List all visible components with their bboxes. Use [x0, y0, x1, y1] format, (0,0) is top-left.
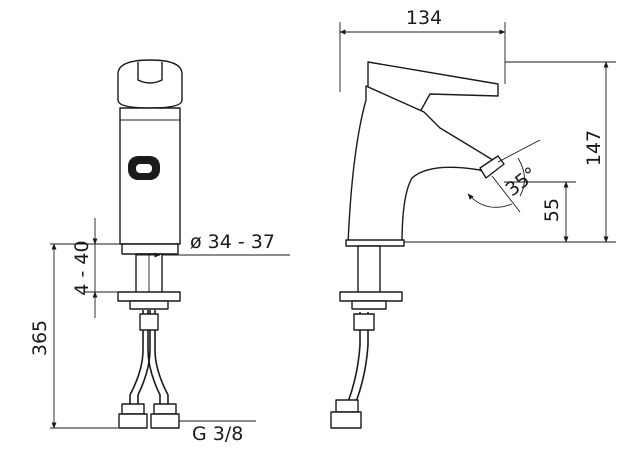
width-label: 134 [406, 7, 442, 29]
side-mounting-plate [339, 291, 403, 302]
front-base [121, 243, 179, 255]
angle-ray [491, 175, 521, 213]
angle-ray-2 [497, 139, 541, 163]
front-hose-left [129, 310, 144, 408]
side-hose-ferrule [353, 313, 375, 331]
front-aerator-inner [136, 164, 152, 173]
side-nut [351, 300, 387, 310]
angle-label: 35° [502, 163, 542, 201]
height-label: 147 [583, 130, 605, 166]
side-shank [357, 245, 381, 295]
angle-arc [467, 193, 513, 208]
front-handle [117, 59, 183, 109]
front-hose-right-2 [154, 310, 169, 408]
front-fitting-right [153, 403, 177, 415]
front-handle-notch [137, 62, 163, 84]
side-fitting-nut [330, 411, 362, 429]
side-fitting [335, 399, 359, 413]
front-fitting-left [121, 403, 145, 415]
front-mounting-plate [117, 291, 181, 302]
side-hose-2 [355, 312, 369, 403]
front-nut [129, 300, 169, 310]
side-hose [347, 312, 361, 403]
front-dimensions: ø 34 - 37 4 - 40 365 G 3/8 [29, 218, 290, 445]
angle-arc-2 [517, 157, 525, 197]
side-view [330, 61, 505, 429]
side-base [345, 239, 405, 247]
front-hose-left-2 [137, 310, 151, 408]
deck-thickness-label: 4 - 40 [71, 240, 93, 295]
diameter-label: ø 34 - 37 [190, 231, 275, 253]
spout-height-label: 55 [541, 198, 563, 222]
thread-label: G 3/8 [192, 423, 243, 445]
side-body [347, 85, 497, 245]
front-fitting-right-nut [150, 413, 180, 429]
front-hose-ferrule [139, 313, 159, 331]
front-view [117, 59, 183, 429]
front-hose-right [147, 310, 161, 408]
front-fitting-left-nut [118, 413, 148, 429]
hose-length-label: 365 [29, 320, 51, 356]
